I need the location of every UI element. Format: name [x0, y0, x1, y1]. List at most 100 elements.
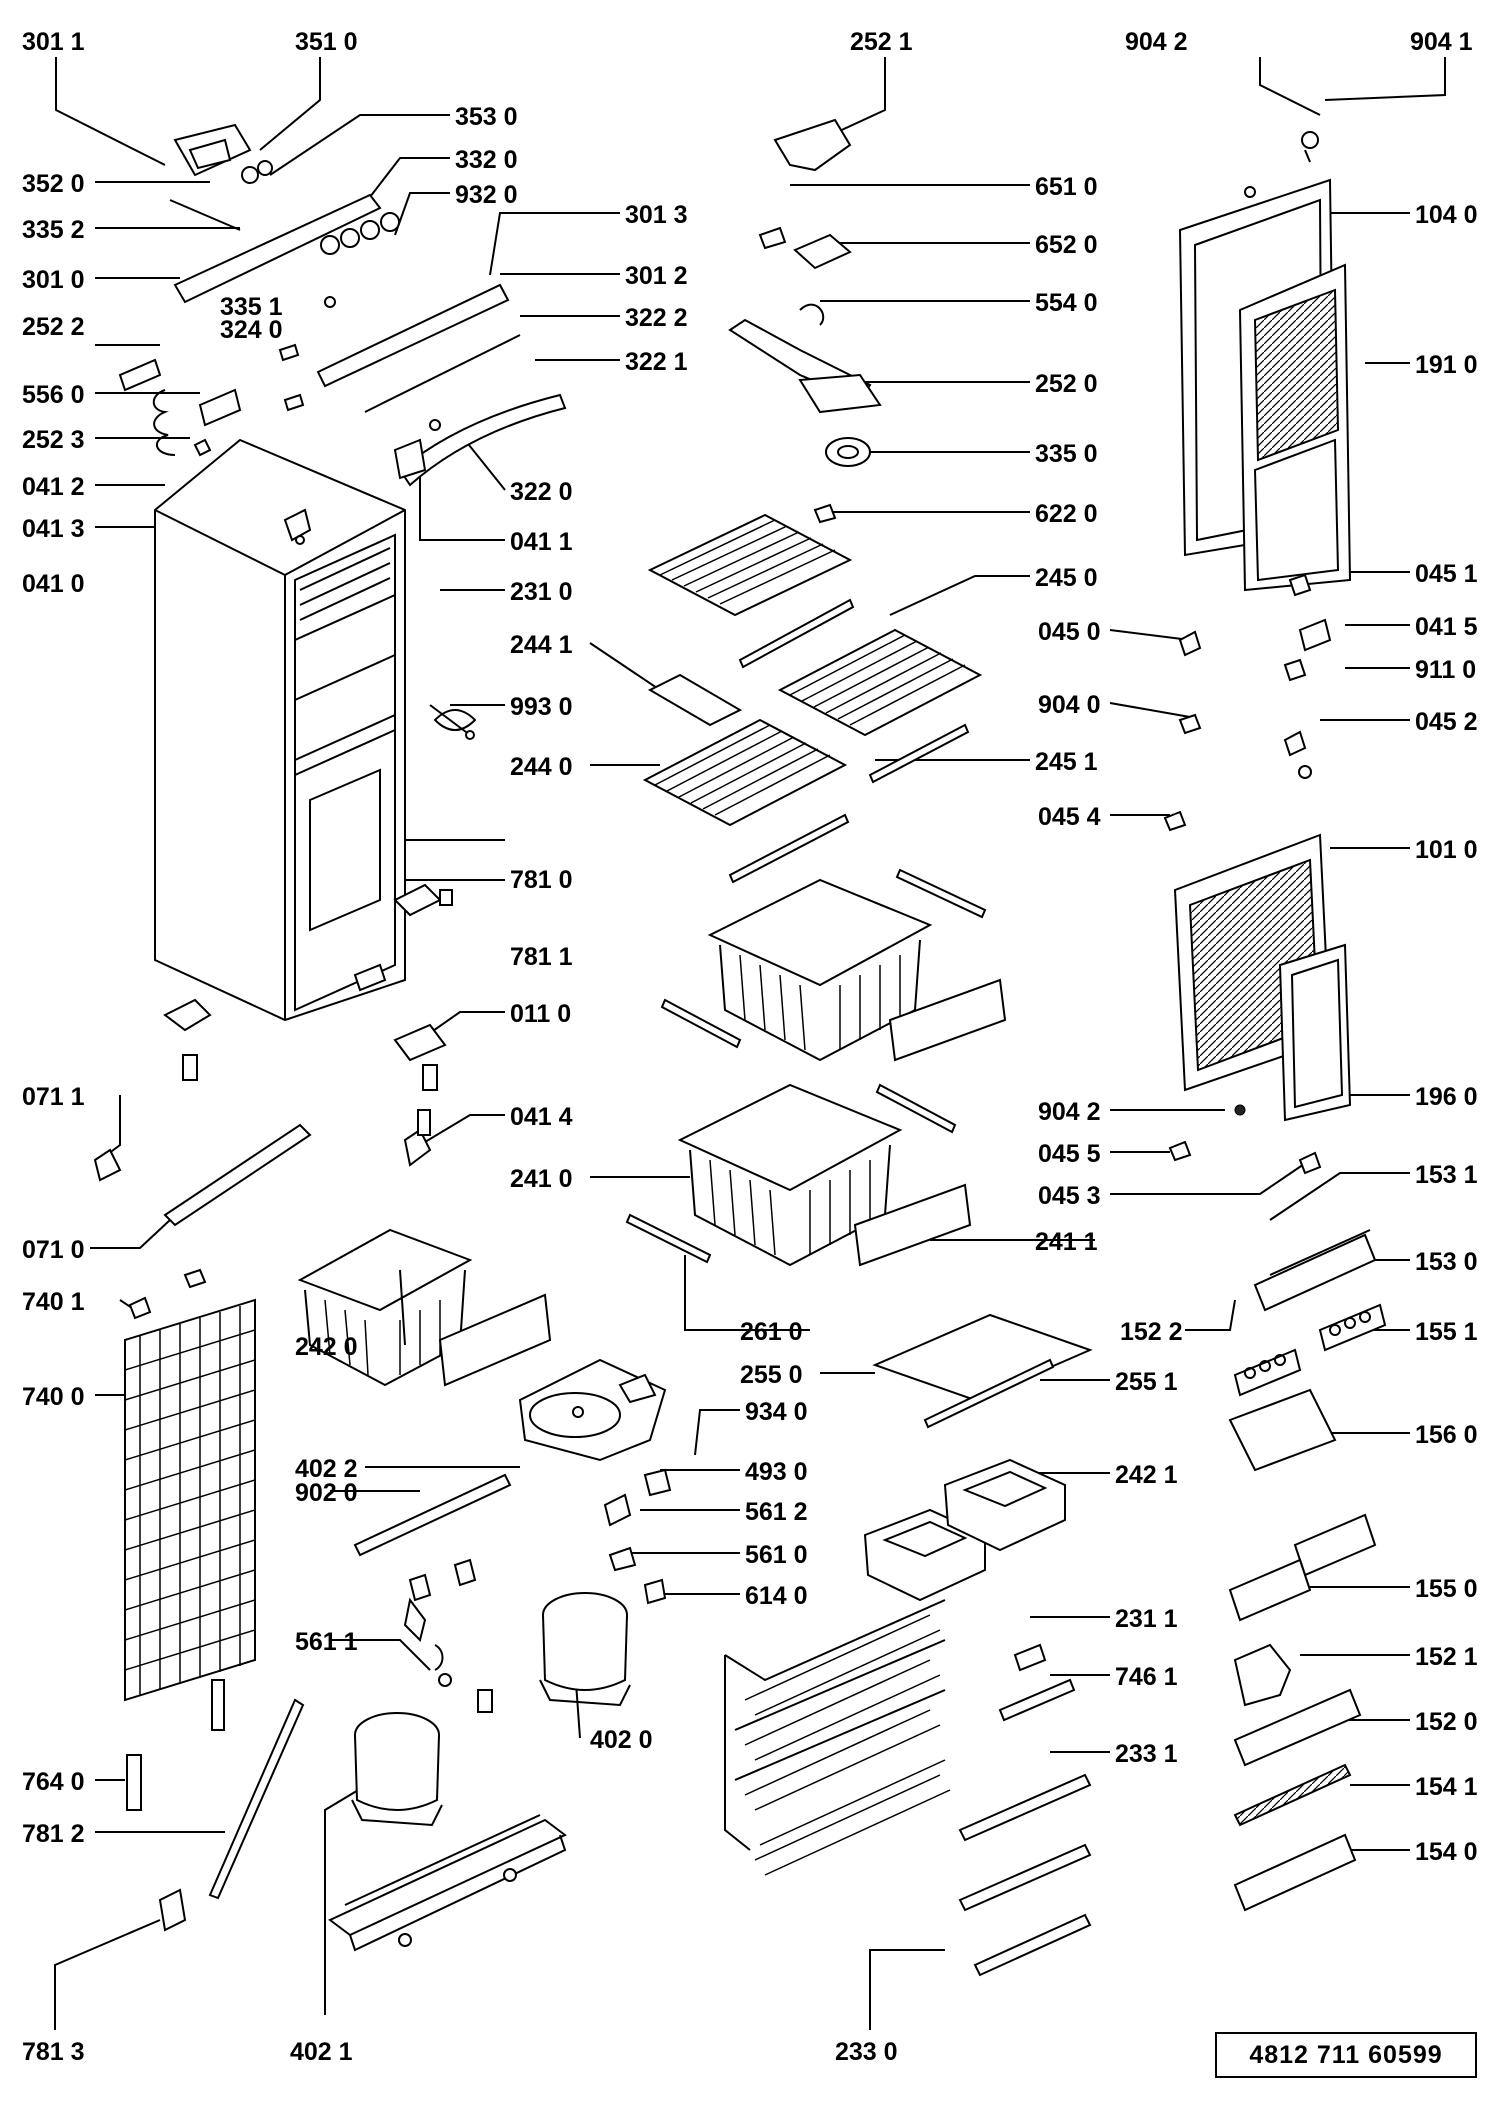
- parts-drawings: [93, 118, 1387, 1977]
- label-614-0: 614 0: [745, 1582, 808, 1610]
- door-shelf-152-0: [1233, 1688, 1362, 1767]
- door-shelf-154-0: [1233, 1833, 1357, 1912]
- label-231-1: 231 1: [1115, 1605, 1178, 1633]
- refrigerator-cabinet: [154, 438, 406, 1022]
- label-781-2: 781 2: [22, 1820, 85, 1848]
- label-045-2: 045 2: [1415, 708, 1478, 736]
- label-041-3: 041 3: [22, 515, 85, 543]
- label-252-1: 252 1: [850, 28, 913, 56]
- label-152-0: 152 0: [1415, 1708, 1478, 1736]
- part-902-0: [353, 1473, 512, 1557]
- label-242-1: 242 1: [1115, 1461, 1178, 1489]
- label-255-0: 255 0: [740, 1361, 803, 1389]
- label-045-4: 045 4: [1038, 803, 1101, 831]
- door-shelf-153-0: [1253, 1233, 1377, 1312]
- label-153-0: 153 0: [1415, 1248, 1478, 1276]
- label-301-1: 301 1: [22, 28, 85, 56]
- label-071-0: 071 0: [22, 1236, 85, 1264]
- base-plate: [328, 1818, 567, 1937]
- label-904-1: 904 1: [1410, 28, 1473, 56]
- label-902-0: 902 0: [295, 1479, 358, 1507]
- label-332-0: 332 0: [455, 146, 518, 174]
- ice-tray-156-0: [1228, 1388, 1337, 1472]
- label-045-1: 045 1: [1415, 560, 1478, 588]
- label-324-0: 324 0: [220, 316, 283, 344]
- label-242-0: 242 0: [295, 1333, 358, 1361]
- label-301-3: 301 3: [625, 201, 688, 229]
- label-041-0: 041 0: [22, 570, 85, 598]
- panel-strip-301-3: [316, 283, 510, 388]
- label-156-0: 156 0: [1415, 1421, 1478, 1449]
- label-904-2-top: 904 2: [1125, 28, 1188, 56]
- label-764-0: 764 0: [22, 1768, 85, 1796]
- label-252-0: 252 0: [1035, 370, 1098, 398]
- label-556-0: 556 0: [22, 381, 85, 409]
- label-155-0: 155 0: [1415, 1575, 1478, 1603]
- label-746-1: 746 1: [1115, 1663, 1178, 1691]
- label-561-1: 561 1: [295, 1628, 358, 1656]
- label-335-0: 335 0: [1035, 440, 1098, 468]
- label-154-0: 154 0: [1415, 1838, 1478, 1866]
- part-781-2: [208, 1698, 305, 1900]
- label-152-1: 152 1: [1415, 1643, 1478, 1671]
- label-101-0: 101 0: [1415, 836, 1478, 864]
- label-322-1: 322 1: [625, 348, 688, 376]
- control-panel-301-0: [173, 193, 382, 304]
- label-241-1: 241 1: [1035, 1228, 1098, 1256]
- thermostat-part: [173, 123, 252, 177]
- label-351-0: 351 0: [295, 28, 358, 56]
- label-154-1: 154 1: [1415, 1773, 1478, 1801]
- label-241-0: 241 0: [510, 1165, 573, 1193]
- label-402-0: 402 0: [590, 1726, 653, 1754]
- drawer-front-242: [438, 1293, 552, 1387]
- label-622-0: 622 0: [1035, 500, 1098, 528]
- label-153-1: 153 1: [1415, 1161, 1478, 1189]
- part-labels: 301 1 351 0 353 0 332 0 352 0 932 0 335 …: [22, 28, 1478, 2066]
- label-904-2-mid: 904 2: [1038, 1098, 1101, 1126]
- basket-241-0: [677, 1083, 903, 1267]
- label-932-0: 932 0: [455, 181, 518, 209]
- label-231-0: 231 0: [510, 578, 573, 606]
- compressor-402-1: [351, 1712, 443, 1827]
- label-911-0: 911 0: [1415, 656, 1476, 684]
- label-245-1: 245 1: [1035, 748, 1098, 776]
- door-104-0: [1178, 178, 1352, 592]
- drip-tray-402-2: [518, 1358, 667, 1462]
- label-402-2: 402 2: [295, 1455, 358, 1483]
- wire-shelf-245-0b: [777, 628, 983, 737]
- glass-shelf-255-0: [872, 1313, 1093, 1402]
- label-335-1: 335 1: [220, 293, 283, 321]
- condenser-coil-740-0: [124, 1298, 256, 1702]
- label-011-0: 011 0: [510, 1000, 571, 1028]
- part-252-1: [773, 118, 852, 172]
- label-255-1: 255 1: [1115, 1368, 1178, 1396]
- label-335-2: 335 2: [22, 216, 85, 244]
- label-071-1: 071 1: [22, 1083, 85, 1111]
- door-101-0: [1173, 833, 1352, 1122]
- label-301-0: 301 0: [22, 266, 85, 294]
- basket-upper: [707, 878, 933, 1062]
- label-045-0: 045 0: [1038, 618, 1101, 646]
- label-041-5: 041 5: [1415, 613, 1478, 641]
- label-041-2: 041 2: [22, 473, 85, 501]
- label-993-0: 993 0: [510, 693, 573, 721]
- label-651-0: 651 0: [1035, 173, 1098, 201]
- label-233-1: 233 1: [1115, 1740, 1178, 1768]
- label-561-2: 561 2: [745, 1498, 808, 1526]
- shelf-244-1: [647, 673, 743, 727]
- label-191-0: 191 0: [1415, 351, 1478, 379]
- basket-242-0: [297, 1228, 473, 1387]
- label-233-0: 233 0: [835, 2038, 898, 2066]
- document-number: 4812 711 60599: [1215, 2032, 1477, 2078]
- label-244-1: 244 1: [510, 631, 573, 659]
- label-245-0: 245 0: [1035, 564, 1098, 592]
- label-045-5: 045 5: [1038, 1140, 1101, 1168]
- label-904-0: 904 0: [1038, 691, 1101, 719]
- part-071-0: [163, 1123, 312, 1227]
- label-402-1: 402 1: [290, 2038, 353, 2066]
- label-353-0: 353 0: [455, 103, 518, 131]
- label-740-1: 740 1: [22, 1288, 85, 1316]
- label-781-1: 781 1: [510, 943, 573, 971]
- label-041-4: 041 4: [510, 1103, 573, 1131]
